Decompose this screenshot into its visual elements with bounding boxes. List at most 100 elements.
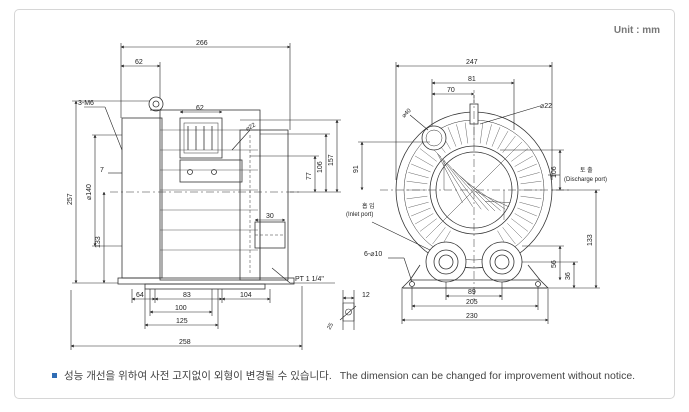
grille-line [447, 163, 489, 211]
dim-83: 83 [183, 292, 191, 299]
fin [519, 172, 540, 179]
dim-56: 56 [551, 260, 558, 268]
dim-266: 266 [196, 40, 208, 47]
fan-grille [437, 153, 511, 227]
fin [514, 155, 534, 167]
lifting-eye-hole-icon [152, 100, 160, 108]
dim-3-m6: 3-M6 [78, 100, 94, 107]
fin [411, 207, 431, 217]
grille-line [459, 175, 501, 211]
blower-housing [239, 129, 289, 281]
fin [406, 180, 428, 185]
fin [419, 148, 437, 162]
dim-258: 258 [179, 339, 191, 346]
fin [411, 163, 431, 173]
dim-91: 91 [353, 165, 360, 173]
side-view-labels: 266 62 62 3-M6 ⌀22 258 257 ⌀140 133 7 15… [67, 40, 335, 346]
dim-64: 64 [136, 292, 144, 299]
discharge-label-en: (Discharge port) [564, 177, 607, 183]
side-view [110, 96, 300, 290]
fin [479, 122, 484, 144]
pipe-label: PT 1 1/4" [295, 276, 324, 283]
discharge-port [481, 241, 523, 283]
dim-100: 100 [175, 305, 187, 312]
dim-140: ⌀140 [86, 184, 93, 200]
grille-line [438, 155, 474, 207]
dim-dia22-front: ⌀22 [540, 103, 552, 110]
fin [485, 124, 492, 145]
fin [464, 122, 469, 144]
lifting-eye-icon [148, 96, 164, 112]
fin [520, 180, 542, 185]
dim-dia40: ⌀40 [401, 107, 413, 119]
dim-mount-holes: 6-⌀10 [364, 251, 382, 258]
mount-hole-icon [409, 281, 415, 287]
front-view-labels: 247 81 70 ⌀22 ⌀40 91 106 133 56 36 89 20… [327, 59, 607, 331]
dim-77: 77 [306, 172, 313, 180]
dim-106-side: 106 [317, 161, 324, 173]
dim-106-front: 106 [551, 166, 558, 178]
dim-36: 36 [565, 272, 572, 280]
fin [507, 223, 523, 239]
notice-line: 성능 개선을 위하여 사전 고지없이 외형이 변경될 수 있습니다. The di… [52, 368, 635, 383]
dim-104: 104 [240, 292, 252, 299]
screw-icon [187, 169, 193, 175]
inlet-label-en: (Inlet port) [346, 212, 373, 218]
terminal-cap [421, 125, 447, 151]
dim-62-box: 62 [196, 105, 204, 112]
dim-133-side: 133 [95, 236, 102, 248]
discharge-label-ko: 토 출 [580, 166, 593, 174]
notice-korean: 성능 개선을 위하여 사전 고지없이 외형이 변경될 수 있습니다. [64, 370, 332, 382]
motor-fins [160, 129, 258, 251]
grille-line [442, 158, 482, 210]
dim-81: 81 [468, 76, 476, 83]
dim-125: 125 [176, 318, 188, 325]
fin [511, 218, 529, 232]
fin [447, 127, 457, 147]
dim-7: 7 [100, 167, 104, 174]
fin [491, 127, 501, 147]
fin [432, 227, 446, 245]
fin [414, 213, 434, 225]
notice-english: The dimension can be changed for improve… [339, 370, 636, 382]
drawing-frame: Unit : mm [14, 9, 675, 399]
dim-247: 247 [466, 59, 478, 66]
fin [406, 195, 428, 200]
dim-70: 70 [447, 87, 455, 94]
fin [517, 207, 537, 217]
dim-30: 30 [266, 213, 274, 220]
fin [408, 201, 429, 208]
fin [520, 195, 542, 200]
dim-62-offset: 62 [135, 59, 143, 66]
dim-133-front: 133 [587, 234, 594, 246]
fin [502, 227, 516, 245]
inlet-port [425, 241, 467, 283]
fin [514, 213, 534, 225]
grille-line [485, 153, 511, 179]
side-base [117, 277, 295, 285]
grille-line [475, 190, 509, 208]
dim-230: 230 [466, 313, 478, 320]
fin [408, 172, 429, 179]
grille-line [485, 201, 511, 203]
mount-hole-icon [535, 281, 541, 287]
front-view-dimensions [339, 62, 600, 330]
dim-205: 205 [466, 299, 478, 306]
dim-shaft-dia: ⌀22 [245, 122, 257, 133]
terminal-box-inner [183, 122, 219, 154]
screw-icon [211, 169, 217, 175]
terminal-box [179, 117, 223, 159]
fin [517, 163, 537, 173]
inlet-label-ko: 흡 입 [362, 202, 375, 210]
fin [414, 155, 434, 167]
grille-line [437, 153, 463, 203]
dim-157: 157 [328, 154, 335, 166]
motor-flange [121, 117, 163, 279]
front-base [401, 279, 549, 289]
dim-12: 12 [362, 292, 370, 299]
bullet-icon [52, 372, 57, 378]
terminal-plate [179, 159, 243, 183]
front-view [380, 90, 570, 300]
side-view-dimensions [70, 43, 341, 350]
